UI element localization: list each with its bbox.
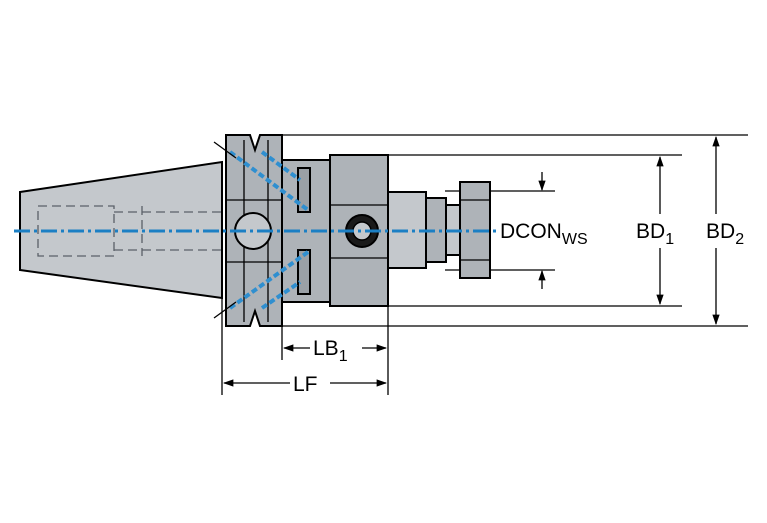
taper-shank [19, 160, 223, 300]
flange [225, 134, 283, 327]
lf-label: LF [293, 373, 318, 396]
bd2-label: BD2 [706, 220, 744, 248]
dcon-ws-label: DCONWS [500, 220, 588, 248]
coolant-channels [213, 141, 310, 319]
bd1-label: BD1 [636, 220, 674, 248]
lb1-label: LB1 [313, 337, 348, 365]
